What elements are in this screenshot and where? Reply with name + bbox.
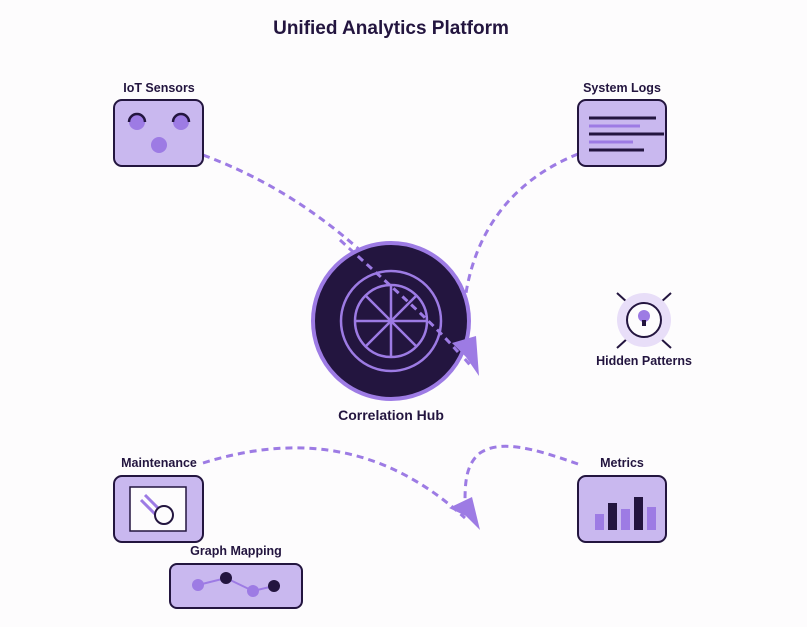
- metrics-node[interactable]: [577, 475, 667, 543]
- log-lines-icon: [589, 116, 664, 152]
- iot-sensors-node[interactable]: [113, 99, 204, 167]
- diagram-title: Unified Analytics Platform: [273, 18, 509, 39]
- hub-label: Correlation Hub: [338, 407, 444, 423]
- graph-mapping-label: Graph Mapping: [190, 544, 282, 558]
- hidden-patterns-label: Hidden Patterns: [596, 354, 692, 368]
- connector-logs-to-hub: [461, 152, 579, 326]
- hub-arrow-head: [452, 336, 479, 376]
- wheel-hub-icon: [339, 269, 443, 373]
- hidden-patterns-node[interactable]: [616, 292, 672, 349]
- line-graph-icon: [192, 572, 280, 597]
- bar-chart-icon: [595, 497, 656, 530]
- correlation-hub[interactable]: [311, 241, 471, 401]
- maintenance-node[interactable]: [113, 475, 204, 543]
- connector-metrics-to-flow: [463, 444, 579, 506]
- iot-sensors-label: IoT Sensors: [123, 81, 195, 95]
- system-logs-node[interactable]: [577, 99, 667, 167]
- maintenance-label: Maintenance: [121, 456, 197, 470]
- flow-arrow-head: [449, 497, 480, 530]
- metrics-label: Metrics: [600, 456, 644, 470]
- sensor-cluster-icon: [127, 112, 191, 153]
- graph-mapping-node[interactable]: [169, 563, 303, 609]
- lightbulb-icon: [616, 292, 672, 349]
- connector-maintenance-to-flow: [202, 446, 467, 520]
- magnifier-icon: [129, 486, 187, 532]
- connector-iot-overlay: [338, 238, 460, 353]
- system-logs-label: System Logs: [583, 81, 661, 95]
